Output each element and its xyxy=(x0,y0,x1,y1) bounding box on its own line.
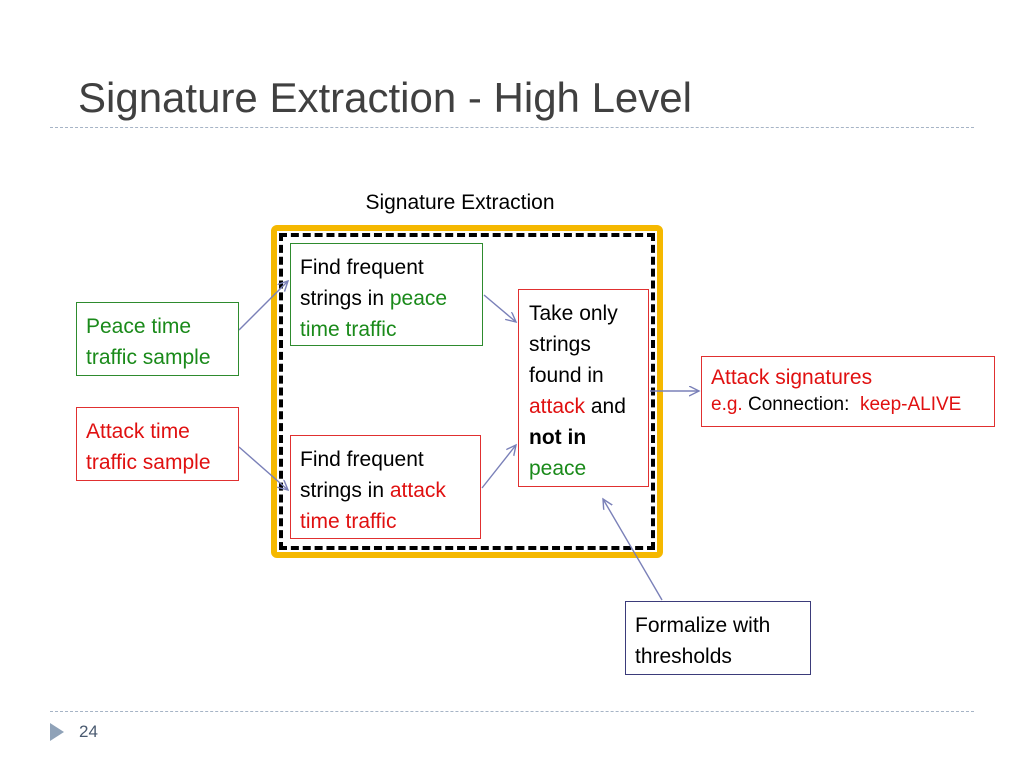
triangle-bullet-icon xyxy=(50,723,64,741)
attack-time-traffic-sample-box: Attack time traffic sample xyxy=(76,407,239,481)
take-only-line-2: strings xyxy=(529,333,591,356)
attack-sample-line-1: Attack time xyxy=(86,420,190,443)
take-only-and-word: and xyxy=(590,395,626,418)
slide-title: Signature Extraction - High Level xyxy=(78,74,692,121)
footer-divider xyxy=(50,711,974,712)
find-peace-line-2-highlight: peace xyxy=(389,287,448,310)
take-only-line-5: not in xyxy=(529,426,587,449)
attack-sample-line-2: traffic sample xyxy=(86,451,211,474)
formalize-with-thresholds-box: Formalize with thresholds xyxy=(625,601,811,675)
find-peace-line-2: strings in peace xyxy=(300,283,473,314)
find-attack-line-3: time traffic xyxy=(300,510,397,533)
take-only-line-4: attack and xyxy=(529,391,639,422)
find-attack-line-2-plain: strings in xyxy=(300,479,385,502)
take-only-attack-strings-box: Take only strings found in attack and no… xyxy=(518,289,649,487)
find-attack-line-1: Find frequent xyxy=(300,448,424,471)
formalize-line-1: Formalize with xyxy=(635,614,771,637)
take-only-line-6: peace xyxy=(529,457,587,480)
formalize-line-2: thresholds xyxy=(635,645,732,668)
find-peace-line-2-plain: strings in xyxy=(300,287,385,310)
find-frequent-peace-strings-box: Find frequent strings in peace time traf… xyxy=(290,243,483,346)
attack-signatures-value: keep-ALIVE xyxy=(859,394,962,415)
attack-signatures-example: e.g. Connection: keep-ALIVE xyxy=(711,392,985,418)
peace-sample-line-2: traffic sample xyxy=(86,346,211,369)
find-attack-line-2-highlight: attack xyxy=(389,479,446,502)
find-frequent-attack-strings-box: Find frequent strings in attack time tra… xyxy=(290,435,481,539)
attack-signatures-connection: Connection: xyxy=(747,394,850,415)
take-only-line-3: found in xyxy=(529,364,604,387)
attack-signatures-title: Attack signatures xyxy=(711,366,873,389)
attack-signatures-eg: e.g. xyxy=(711,394,743,415)
find-peace-line-3: time traffic xyxy=(300,318,397,341)
find-peace-line-1: Find frequent xyxy=(300,256,424,279)
take-only-line-1: Take only xyxy=(529,302,618,325)
signature-extraction-caption: Signature Extraction xyxy=(365,191,555,214)
peace-sample-line-1: Peace time xyxy=(86,315,192,338)
peace-time-traffic-sample-box: Peace time traffic sample xyxy=(76,302,239,376)
take-only-attack-word: attack xyxy=(529,395,586,418)
find-attack-line-2: strings in attack xyxy=(300,475,471,506)
title-divider xyxy=(50,127,974,128)
attack-signatures-box: Attack signatures e.g. Connection: keep-… xyxy=(701,356,995,427)
page-number: 24 xyxy=(79,722,98,741)
